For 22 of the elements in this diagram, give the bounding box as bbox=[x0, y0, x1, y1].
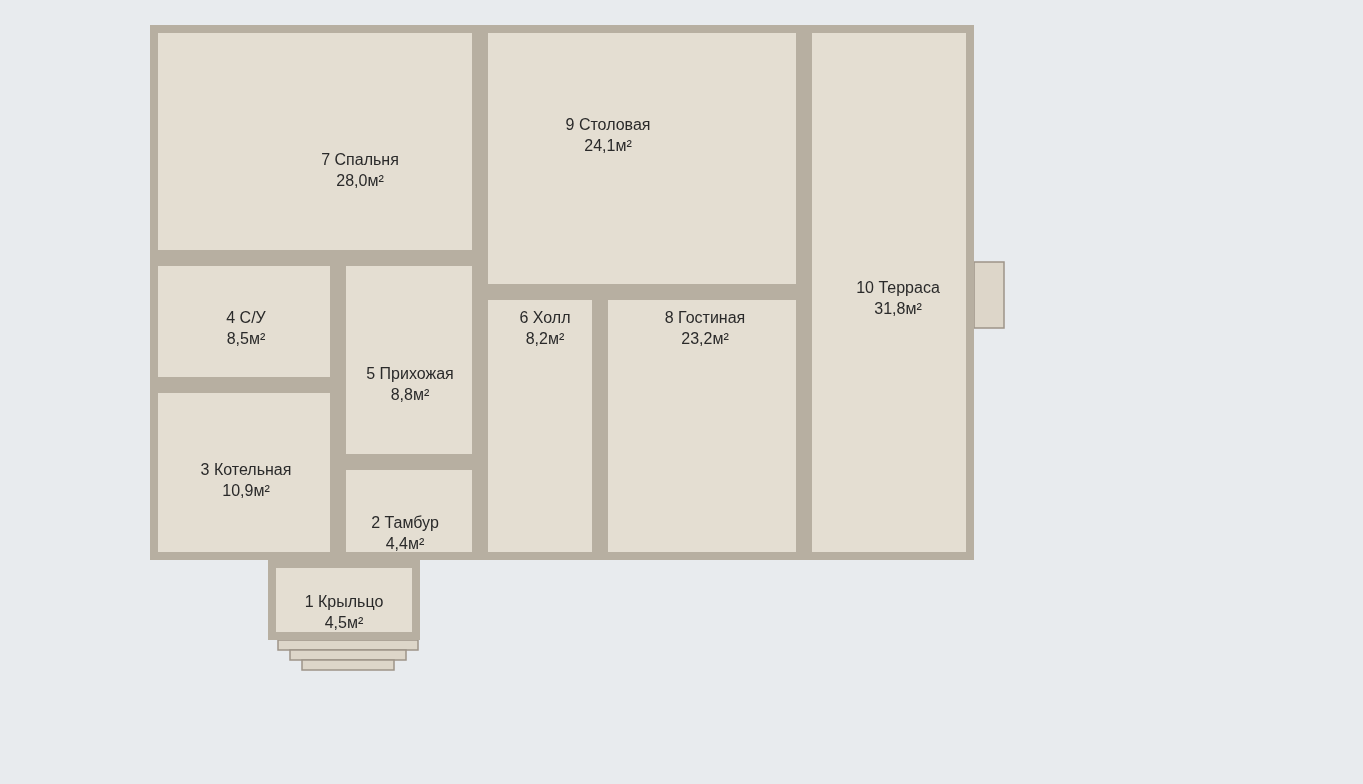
room-name: 1 Крыльцо bbox=[304, 592, 384, 612]
room-name: 10 Терраса bbox=[856, 278, 940, 298]
room-name: 4 С/У bbox=[226, 308, 266, 328]
room-area-value: 8,8м² bbox=[389, 385, 431, 405]
room-area-value: 28,0м² bbox=[335, 171, 385, 191]
room-area-value: 31,8м² bbox=[873, 299, 923, 319]
room-name: 6 Холл bbox=[519, 308, 571, 328]
room-area-value: 24,1м² bbox=[583, 136, 633, 156]
room-area-value: 4,4м² bbox=[384, 534, 426, 554]
room-area-value: 8,5м² bbox=[226, 329, 266, 349]
room-name: 7 Спальня bbox=[321, 150, 399, 170]
room-area-value: 10,9м² bbox=[221, 481, 271, 501]
room-name: 9 Столовая bbox=[565, 115, 651, 135]
room-name: 2 Тамбур bbox=[371, 513, 439, 533]
room-area bbox=[804, 25, 974, 560]
room-name: 5 Прихожая bbox=[366, 364, 454, 384]
room-name: 8 Гостиная bbox=[664, 308, 746, 328]
room-area-value: 4,5м² bbox=[323, 613, 365, 633]
room-area-value: 23,2м² bbox=[680, 329, 730, 349]
room-area-value: 8,2м² bbox=[524, 329, 566, 349]
room-area bbox=[268, 560, 420, 640]
room-name: 3 Котельная bbox=[200, 460, 292, 480]
